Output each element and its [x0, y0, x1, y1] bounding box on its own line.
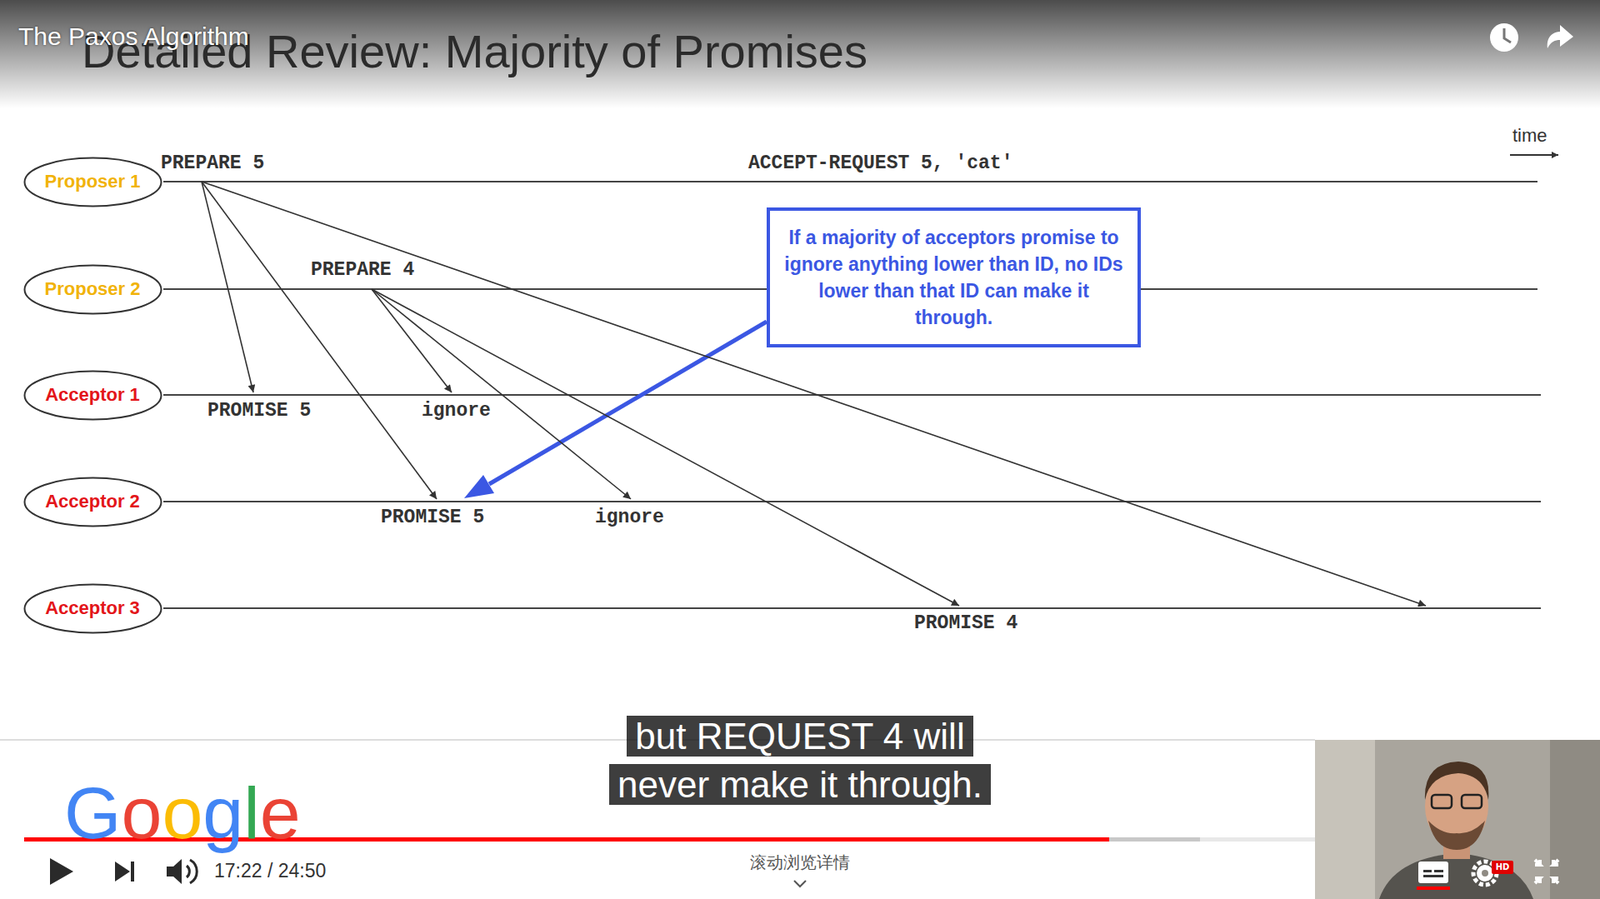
subtitles-icon-line — [1434, 870, 1444, 873]
timeline — [163, 500, 1541, 503]
share-icon — [1547, 25, 1574, 49]
hd-badge-text: HD — [1491, 860, 1514, 875]
node-label: Acceptor 2 — [45, 490, 140, 513]
subtitle: but REQUEST 4 will never make it through… — [609, 715, 991, 805]
acceptor-node: Acceptor 1 — [23, 370, 163, 421]
node-label: Proposer 2 — [45, 278, 141, 300]
player-top-shade — [0, 0, 1600, 109]
response-label: PROMISE 4 — [914, 613, 1018, 634]
timeline — [163, 394, 1541, 396]
acceptor-node: Acceptor 2 — [23, 476, 163, 528]
response-label: PROMISE 5 — [207, 400, 311, 421]
timeline — [163, 607, 1541, 610]
proposer-node: Proposer 2 — [23, 264, 163, 315]
message-label: PREPARE 4 — [310, 260, 415, 280]
response-label: PROMISE 5 — [380, 507, 485, 528]
ellipse-outline — [24, 370, 161, 420]
ellipse-outline — [24, 157, 161, 206]
settings-gear — [1476, 865, 1494, 882]
subtitle: but REQUEST 4 will never make it through… — [583, 712, 1017, 810]
message-arrow — [201, 181, 254, 393]
message-arrow — [201, 181, 437, 500]
response-label: ignore — [421, 400, 491, 421]
message-label: PREPARE 5 — [160, 153, 265, 174]
webcam-person-glasses — [1431, 795, 1452, 809]
subtitles-icon — [1418, 861, 1449, 884]
ellipse-outline — [24, 584, 161, 633]
callout-pointer — [489, 321, 767, 485]
subtitles-icon-line — [1423, 870, 1432, 873]
volume-icon — [166, 859, 182, 885]
ellipse-outline — [24, 477, 161, 526]
node-label: Acceptor 3 — [45, 597, 140, 620]
node-label: Proposer 1 — [45, 170, 141, 193]
logo-wordmark: Google — [64, 773, 301, 855]
subtitles-icon-line — [1423, 875, 1444, 878]
chevron-icon — [794, 880, 806, 887]
logo-wordmark: Google — [64, 773, 301, 855]
callout-box: If a majority of acceptors promise to ig… — [766, 207, 1141, 348]
webcam-wall — [1550, 740, 1600, 899]
callout-text: If a majority of acceptors promise to ig… — [783, 224, 1125, 331]
scroll-hint: 滚动浏览详情 — [716, 853, 884, 872]
axis-label: time — [1512, 125, 1548, 146]
message-arrow — [371, 289, 452, 393]
watch-later-hands — [1504, 28, 1511, 43]
ellipse-outline — [24, 265, 161, 314]
webcam-door — [1315, 740, 1375, 899]
webcam-person-beard — [1428, 820, 1485, 850]
volume-wave — [190, 860, 197, 884]
message-arrow — [201, 181, 1426, 606]
subtitles-active-bar — [1416, 886, 1450, 890]
response-label: ignore — [595, 507, 665, 528]
callout-pointer-head — [464, 475, 495, 499]
volume-wave — [186, 865, 190, 878]
webcam-person-glasses — [1461, 795, 1482, 809]
time-display: 17:22 / 24:50 — [214, 860, 326, 882]
exit-fullscreen-icon — [1535, 860, 1559, 884]
webcam-frame — [1315, 740, 1600, 899]
next-icon — [115, 861, 130, 882]
hd-badge — [1491, 860, 1514, 875]
time-arrow — [1510, 154, 1559, 156]
watch-later-icon — [1490, 23, 1519, 52]
message-label: ACCEPT-REQUEST 5, 'cat' — [748, 153, 1013, 174]
timeline — [163, 180, 1538, 183]
play-icon — [50, 858, 74, 885]
next-icon-bar — [130, 861, 135, 882]
acceptor-node: Acceptor 3 — [23, 583, 163, 635]
proposer-node: Proposer 1 — [23, 156, 163, 208]
message-arrow — [371, 289, 631, 500]
node-label: Acceptor 1 — [45, 384, 140, 406]
video-title: The Paxos Algorithm — [18, 21, 250, 52]
webcam-person-shirt — [1379, 853, 1534, 899]
settings-gear-hole — [1481, 870, 1489, 877]
